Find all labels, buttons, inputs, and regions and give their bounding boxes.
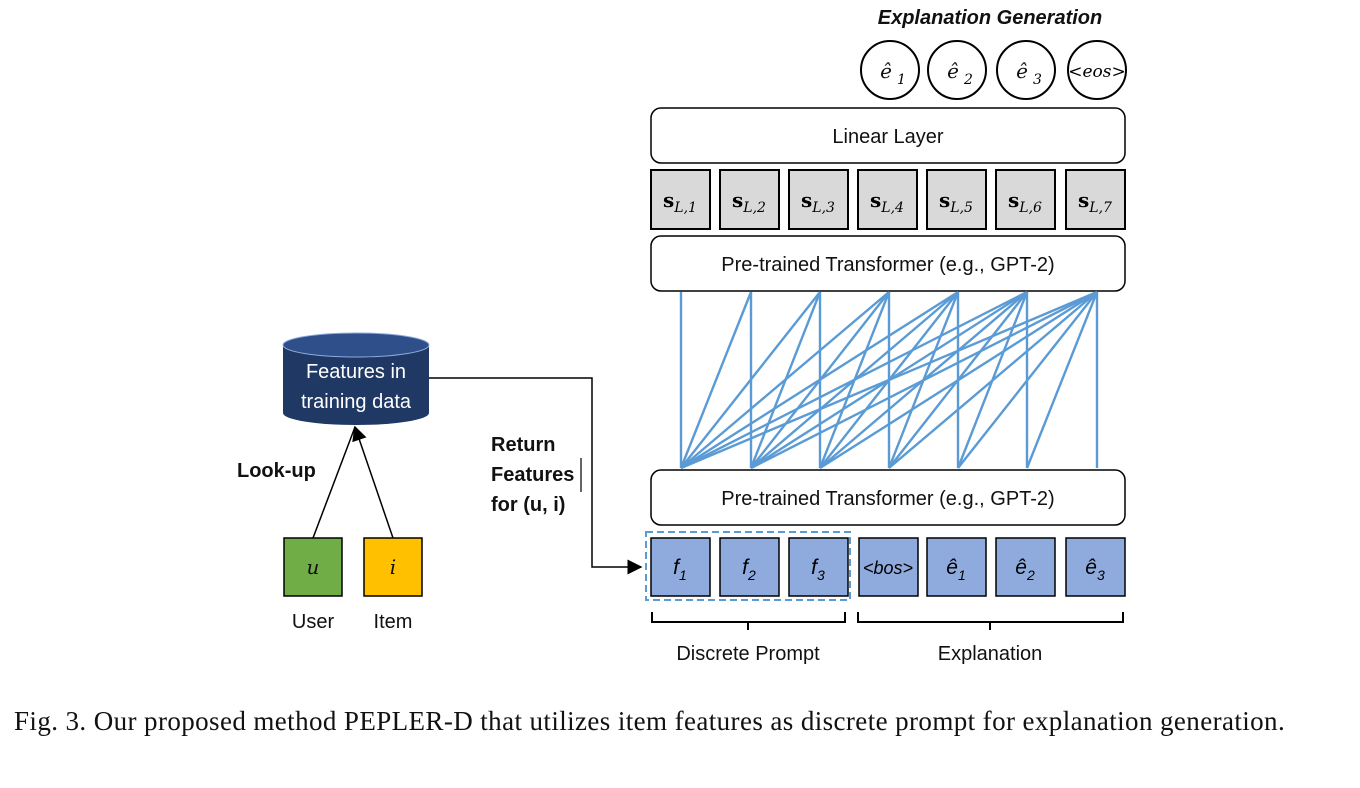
attention-line xyxy=(888,291,1098,469)
linear-layer-label: Linear Layer xyxy=(832,126,944,148)
svg-text:3: 3 xyxy=(1033,72,1042,88)
output-token: ê 1 xyxy=(860,40,920,100)
hidden-state-box: sL,6 xyxy=(995,169,1056,230)
hidden-state-box: sL,3 xyxy=(788,169,849,230)
input-tokens-row: f1 f2 f3 <bos> ê1 ê2 ê3 xyxy=(650,537,1126,597)
output-token-eos: <eos> xyxy=(1067,40,1127,100)
discrete-prompt-label: Discrete Prompt xyxy=(676,643,820,665)
features-database: Features in training data xyxy=(282,332,430,425)
hidden-state-label: sL,2 xyxy=(732,188,766,216)
attention-line xyxy=(957,291,1098,469)
svg-text:ê: ê xyxy=(1016,59,1028,83)
svg-text:Features in: Features in xyxy=(306,361,406,383)
prompt-token: f3 xyxy=(788,537,849,597)
attention-line xyxy=(679,291,753,469)
hidden-state-label: sL,4 xyxy=(870,188,904,216)
transformer-top-box xyxy=(650,235,1126,292)
item-symbol: i xyxy=(390,555,396,579)
token-label: ê2 xyxy=(1015,556,1035,583)
figure-caption: Fig. 3. Our proposed method PEPLER-D tha… xyxy=(14,706,1286,736)
attention-line xyxy=(680,291,821,469)
output-token: ê 3 xyxy=(996,40,1056,100)
hidden-states-row: sL,1 sL,2 sL,3 sL,4 sL,5 sL,6 sL,7 xyxy=(650,169,1126,230)
prompt-token: f1 xyxy=(650,537,711,597)
return-label: Return xyxy=(491,434,555,456)
attention-line xyxy=(750,290,1098,470)
attention-line xyxy=(680,290,959,470)
lookup-label: Look-up xyxy=(237,460,316,482)
attention-line xyxy=(1025,291,1099,469)
transformer-top-label: Pre-trained Transformer (e.g., GPT-2) xyxy=(721,254,1054,276)
hidden-state-box: sL,7 xyxy=(1065,169,1126,230)
explanation-token: ê3 xyxy=(1065,537,1126,597)
token-label: f1 xyxy=(673,556,687,583)
svg-text:training data: training data xyxy=(301,391,412,413)
transformer-bottom-box xyxy=(650,469,1126,526)
hidden-state-box: sL,4 xyxy=(857,169,918,230)
explanation-label: Explanation xyxy=(938,643,1043,665)
token-label: ê1 xyxy=(946,556,965,583)
hidden-state-label: sL,5 xyxy=(939,188,973,216)
output-token: ê 2 xyxy=(927,40,987,100)
token-label: ê3 xyxy=(1085,556,1105,583)
svg-text:<eos>: <eos> xyxy=(1068,62,1126,82)
token-label: <bos> xyxy=(863,558,913,578)
hidden-state-label: sL,7 xyxy=(1078,188,1112,216)
attention-connections xyxy=(679,290,1099,470)
discrete-prompt-dashed-frame xyxy=(645,531,851,601)
for-ui-label: for (u, i) xyxy=(491,494,565,516)
hidden-state-label: sL,6 xyxy=(1008,188,1042,216)
token-label: f3 xyxy=(811,556,825,583)
hidden-state-box: sL,2 xyxy=(719,169,780,230)
attention-line xyxy=(680,290,1028,470)
explanation-token: ê2 xyxy=(995,537,1056,597)
features-label: Features xyxy=(491,464,574,486)
attention-line xyxy=(819,290,1098,470)
svg-text:ê: ê xyxy=(947,59,959,83)
svg-text:2: 2 xyxy=(963,72,973,88)
item-box xyxy=(363,537,423,597)
token-label: f2 xyxy=(742,556,756,583)
hidden-state-box: sL,1 xyxy=(650,169,711,230)
item-label: Item xyxy=(374,611,413,633)
user-label: User xyxy=(292,611,335,633)
attention-line xyxy=(680,291,890,469)
attention-line xyxy=(680,290,1098,470)
hidden-state-label: sL,1 xyxy=(663,188,697,216)
pepler-d-diagram: Explanation Generation ê 1 ê 2 ê 3 <eos>… xyxy=(237,7,1127,665)
transformer-bottom-label: Pre-trained Transformer (e.g., GPT-2) xyxy=(721,488,1054,510)
hidden-state-label: sL,3 xyxy=(801,188,835,216)
discrete-prompt-brace xyxy=(651,612,846,630)
user-symbol: u xyxy=(307,555,320,579)
svg-text:1: 1 xyxy=(897,72,906,88)
return-features-arrow xyxy=(429,377,643,575)
explanation-token: <bos> xyxy=(858,537,919,597)
user-box xyxy=(283,537,343,597)
hidden-state-box: sL,5 xyxy=(926,169,987,230)
prompt-token: f2 xyxy=(719,537,780,597)
explanation-brace xyxy=(857,612,1124,630)
linear-layer-box xyxy=(650,107,1126,164)
explanation-token: ê1 xyxy=(926,537,987,597)
explanation-generation-title: Explanation Generation xyxy=(878,7,1102,29)
svg-text:ê: ê xyxy=(880,59,892,83)
